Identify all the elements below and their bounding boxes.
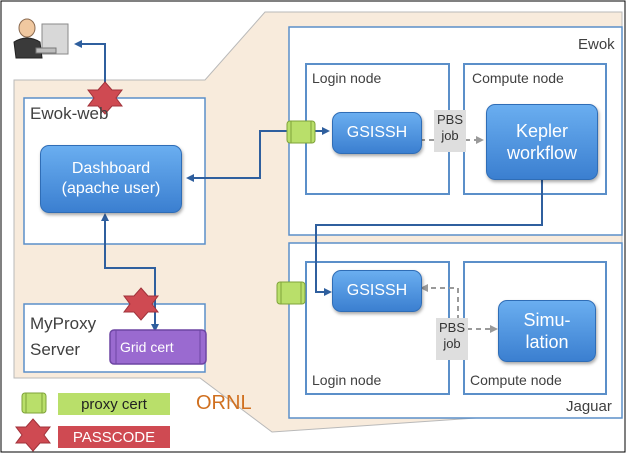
myproxy-label-line2: Server xyxy=(30,340,81,359)
passcode-star-icon xyxy=(87,81,123,115)
legend-passcode-label: PASSCODE xyxy=(58,426,170,448)
ewok-web-to-user-arrow xyxy=(74,40,106,98)
legend-proxy-cert-label: proxy cert xyxy=(58,393,170,415)
proxy-cert-scroll-icon xyxy=(286,120,316,144)
grid-cert-scroll-icon xyxy=(109,329,207,365)
kepler-workflow-label: Kepler workflow xyxy=(506,120,577,164)
jaguar-gsissh-box: GSISSH xyxy=(332,270,422,312)
ewok-login-node-label: Login node xyxy=(312,70,382,86)
ornl-label: ORNL xyxy=(196,392,252,414)
ewok-gsissh-label: GSISSH xyxy=(346,124,408,141)
ewok-pbs-job-label: PBS job xyxy=(434,110,466,152)
passcode-star-icon xyxy=(15,418,51,452)
dashboard-line2: (apache user) xyxy=(61,180,161,197)
dashboard-box: Dashboard (apache user) xyxy=(40,145,182,213)
user-at-computer-icon xyxy=(13,18,69,59)
jaguar-pbs-return-arrow xyxy=(420,284,459,329)
ewok-site-label: Ewok xyxy=(578,36,615,53)
simulation-line2: lation xyxy=(525,332,569,352)
jaguar-pbs-line2: job xyxy=(443,335,461,351)
jaguar-site-label: Jaguar xyxy=(566,398,612,415)
jaguar-pbs-line1: PBS xyxy=(438,320,465,335)
proxy-cert-scroll-icon xyxy=(276,281,306,305)
jaguar-pbs-job-label: PBS job xyxy=(436,318,468,360)
kepler-to-jaguar-gsissh-arrow xyxy=(315,180,543,296)
jaguar-compute-node-label: Compute node xyxy=(470,372,562,388)
grid-cert-label: Grid cert xyxy=(120,339,174,355)
jaguar-gsissh-label: GSISSH xyxy=(346,282,408,299)
ewok-pbs-line2: job xyxy=(441,127,459,143)
ewok-gsissh-box: GSISSH xyxy=(332,112,422,154)
ewok-web-label: Ewok-web xyxy=(30,104,109,123)
dashboard-line1: Dashboard xyxy=(71,160,151,177)
myproxy-label-line1: MyProxy xyxy=(30,314,97,333)
passcode-star-icon xyxy=(123,287,159,321)
jaguar-login-node-label: Login node xyxy=(312,372,382,388)
kepler-workflow-box: Kepler workflow xyxy=(486,104,598,180)
ewok-pbs-line1: PBS xyxy=(436,112,463,127)
simulation-box: Simu- lation xyxy=(498,300,596,362)
ewok-compute-node-label: Compute node xyxy=(472,70,564,86)
proxy-cert-scroll-icon xyxy=(21,392,47,414)
simulation-line1: Simu- xyxy=(523,309,571,330)
